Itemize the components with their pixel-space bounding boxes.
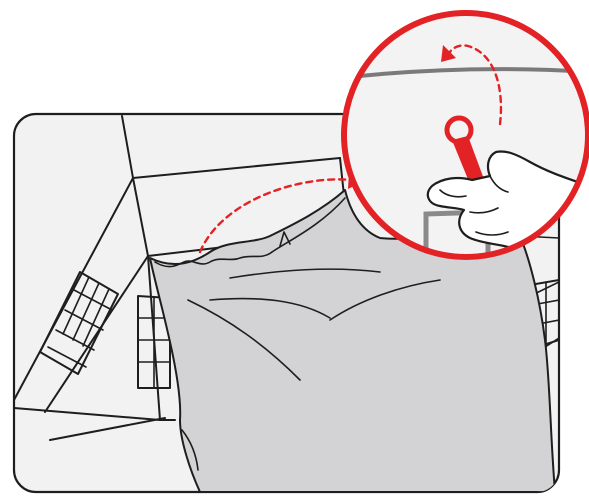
installation-illustration <box>0 0 589 502</box>
